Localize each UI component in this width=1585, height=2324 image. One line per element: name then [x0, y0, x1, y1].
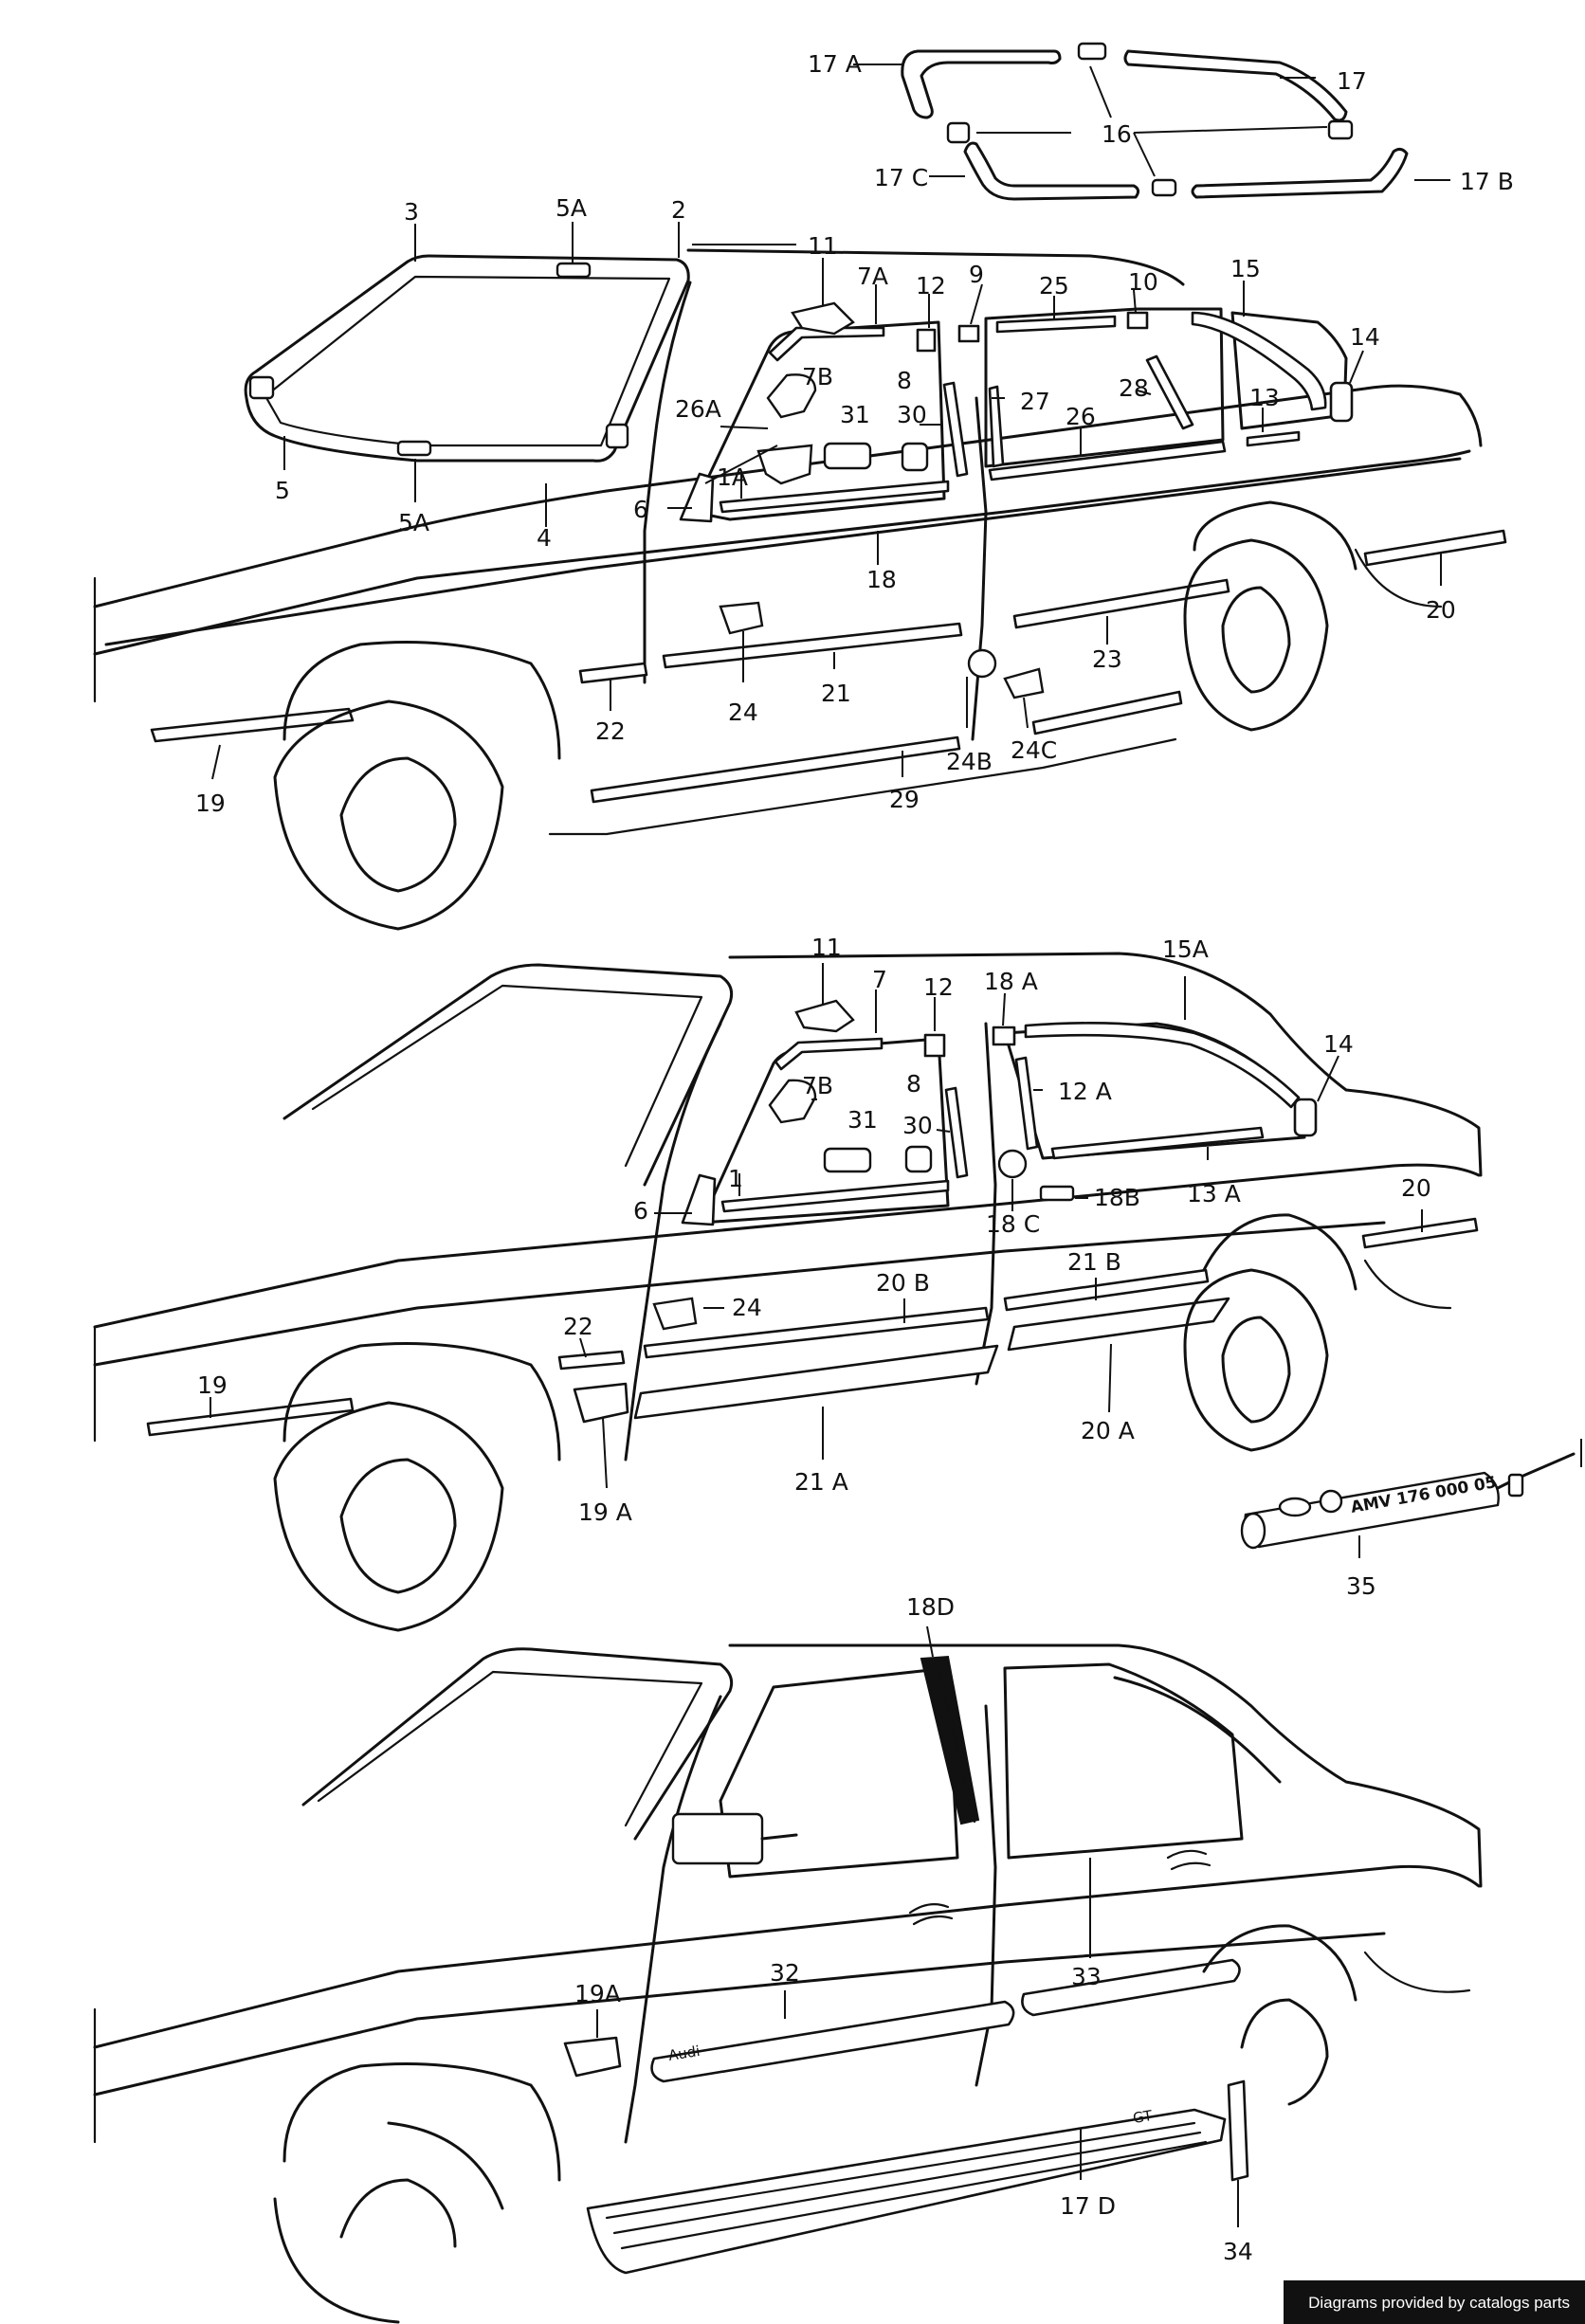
label-19a-b: 19 A [578, 1498, 632, 1526]
audi-badge: Audi [667, 2043, 701, 2064]
label-31-b: 31 [847, 1106, 878, 1134]
pillar-trim-18d [920, 1655, 980, 1825]
label-21b: 21 B [1067, 1248, 1121, 1276]
seal-12 [916, 328, 937, 353]
label-15a: 15A [1162, 935, 1209, 963]
label-5: 5 [275, 477, 290, 504]
callout-labels: 17 A 17 16 17 C 17 B 3 5A 2 11 7A 12 9 2… [195, 50, 1514, 2265]
plug-24b [967, 648, 997, 679]
label-24-b: 24 [732, 1294, 762, 1321]
label-12a: 12 A [1058, 1078, 1112, 1105]
label-1: 1 [728, 1165, 743, 1192]
label-17b: 17 B [1460, 168, 1514, 195]
clip-5a [556, 262, 592, 279]
label-19a-c: 19A [574, 1980, 621, 2007]
label-26: 26 [1066, 403, 1096, 430]
footer-credit: Diagrams provided by catalogs parts [1284, 2280, 1585, 2324]
label-14-b: 14 [1323, 1030, 1354, 1058]
label-20b: 20 B [876, 1269, 930, 1297]
label-13: 13 [1249, 384, 1280, 411]
label-7b-a: 7B [802, 363, 833, 390]
label-12-a: 12 [916, 272, 946, 300]
corner-piece-16 [946, 121, 971, 144]
label-7a: 7A [857, 263, 888, 290]
label-35: 35 [1346, 1572, 1376, 1600]
car-2-side-view [93, 952, 1582, 1632]
label-1a: 1A [717, 463, 748, 491]
label-6-b: 6 [633, 1197, 648, 1225]
label-17a: 17 A [808, 50, 862, 78]
label-17: 17 [1337, 67, 1367, 95]
clip-24 [719, 601, 764, 635]
corner-piece-16 [1151, 178, 1177, 197]
gt-badge: GT [1132, 2107, 1155, 2127]
label-6-a: 6 [633, 496, 648, 523]
label-21a: 21 A [794, 1468, 848, 1496]
label-5a-bot: 5A [398, 509, 429, 536]
label-11-b: 11 [811, 934, 842, 961]
label-11-a: 11 [808, 232, 838, 260]
seal-9 [957, 324, 980, 343]
label-21: 21 [821, 680, 851, 707]
label-34: 34 [1223, 2238, 1253, 2265]
label-5a-top: 5A [556, 194, 587, 222]
label-17c: 17 C [874, 164, 928, 191]
label-30-b: 30 [902, 1112, 933, 1139]
label-16: 16 [1102, 120, 1132, 148]
label-23: 23 [1092, 645, 1122, 673]
label-28: 28 [1119, 374, 1149, 402]
label-18: 18 [866, 566, 897, 593]
label-24-a: 24 [728, 699, 758, 726]
door-molding-32 [650, 2000, 1015, 2083]
clip-5a [396, 440, 432, 457]
label-4: 4 [537, 524, 552, 552]
label-20a: 20 A [1081, 1417, 1135, 1444]
label-19-b: 19 [197, 1371, 228, 1399]
label-7b-b: 7B [802, 1072, 833, 1099]
label-9: 9 [969, 261, 984, 288]
label-18d: 18D [906, 1593, 955, 1621]
label-13a: 13 A [1187, 1180, 1241, 1207]
label-19-a: 19 [195, 790, 226, 817]
side-mirror [671, 1812, 764, 1865]
label-33: 33 [1071, 1963, 1102, 1990]
label-3: 3 [404, 198, 419, 226]
car-1-side-view [93, 222, 1507, 931]
label-27: 27 [1020, 388, 1050, 415]
label-22-b: 22 [563, 1313, 593, 1340]
window-seal-kit [853, 42, 1450, 201]
label-31-a: 31 [840, 401, 870, 428]
corner-piece-16 [1077, 42, 1107, 61]
label-17d: 17 D [1060, 2192, 1116, 2220]
label-32: 32 [770, 1959, 800, 1987]
label-26a: 26A [675, 395, 721, 423]
label-14-a: 14 [1350, 323, 1380, 351]
label-15: 15 [1230, 255, 1261, 282]
label-30-a: 30 [897, 401, 927, 428]
label-10: 10 [1128, 268, 1158, 296]
label-20-a: 20 [1426, 596, 1456, 624]
label-7: 7 [872, 966, 887, 993]
label-20-b: 20 [1401, 1174, 1431, 1202]
label-18b: 18B [1094, 1184, 1140, 1211]
label-18a: 18 A [984, 968, 1038, 995]
label-2: 2 [671, 196, 686, 224]
corner-piece-16 [1327, 119, 1354, 140]
label-18c: 18 C [986, 1210, 1040, 1238]
label-8-a: 8 [897, 367, 912, 394]
label-24c: 24C [1011, 736, 1057, 764]
label-29: 29 [889, 786, 920, 813]
label-24b: 24B [946, 748, 993, 775]
adhesive-tube-35 [1240, 1439, 1582, 1550]
label-22-a: 22 [595, 717, 626, 745]
sill-trim-17d [586, 2108, 1227, 2275]
label-12-b: 12 [923, 973, 954, 1001]
label-8-b: 8 [906, 1070, 921, 1098]
door-molding-33 [1021, 1958, 1241, 2017]
car-3-side-view [93, 1625, 1483, 2324]
label-25: 25 [1039, 272, 1069, 300]
